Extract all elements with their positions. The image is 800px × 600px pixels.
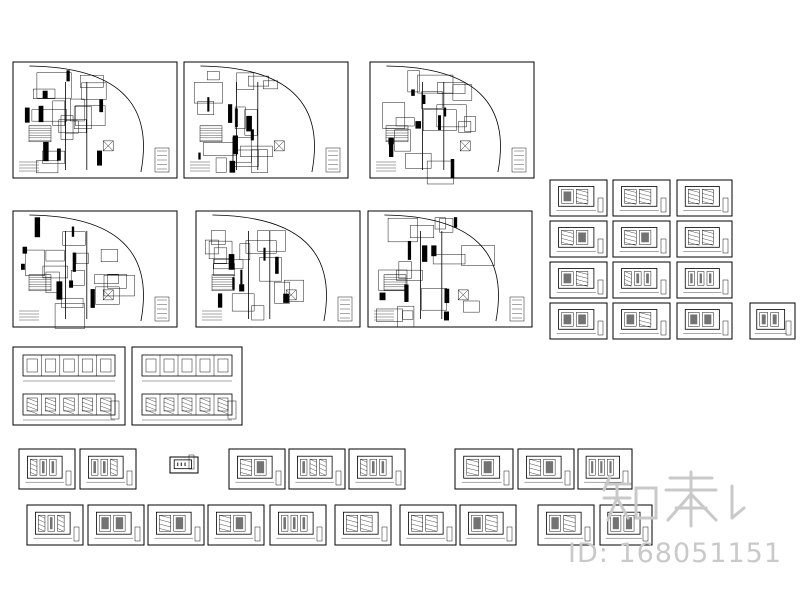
elevation-sheet — [459, 504, 517, 546]
detail-sheet — [676, 220, 733, 258]
elevation-sheet — [207, 504, 265, 546]
floor-plan-sheet — [369, 61, 535, 185]
detail-sheet — [749, 302, 796, 340]
elevation-sheet — [228, 448, 286, 490]
elevation-sheet — [269, 504, 327, 546]
detail-sheet — [676, 179, 733, 217]
detail-sheet — [549, 302, 608, 340]
watermark-logo — [602, 470, 746, 528]
elevation-sheet — [169, 454, 199, 474]
elevation-sheet — [348, 448, 406, 490]
detail-sheet — [549, 179, 608, 217]
elevation-sheet — [577, 448, 633, 490]
detail-sheet — [612, 261, 671, 299]
elevation-sheet — [334, 504, 392, 546]
long-elevation-sheet — [131, 346, 243, 426]
elevation-sheet — [517, 448, 575, 490]
elevation-sheet — [537, 504, 595, 546]
floor-plan-sheet — [195, 210, 361, 328]
detail-sheet — [612, 302, 671, 340]
long-elevation-sheet — [12, 346, 126, 426]
elevation-sheet — [87, 504, 145, 546]
elevation-sheet — [26, 504, 84, 546]
elevation-sheet — [399, 504, 457, 546]
floor-plan-sheet — [367, 210, 533, 328]
floor-plan-sheet — [12, 210, 178, 329]
detail-sheet — [549, 220, 608, 258]
detail-sheet — [612, 220, 671, 258]
elevation-sheet — [147, 504, 205, 546]
floor-plan-sheet — [183, 61, 349, 179]
floor-plan-sheet — [12, 61, 178, 179]
detail-sheet — [676, 261, 733, 299]
detail-sheet — [676, 302, 733, 340]
watermark-id: ID: 168051151 — [568, 538, 783, 569]
elevation-sheet — [454, 448, 514, 490]
elevation-sheet — [79, 448, 137, 490]
detail-sheet — [549, 261, 608, 299]
detail-sheet — [612, 179, 671, 217]
elevation-sheet — [18, 448, 76, 490]
elevation-sheet — [288, 448, 346, 490]
